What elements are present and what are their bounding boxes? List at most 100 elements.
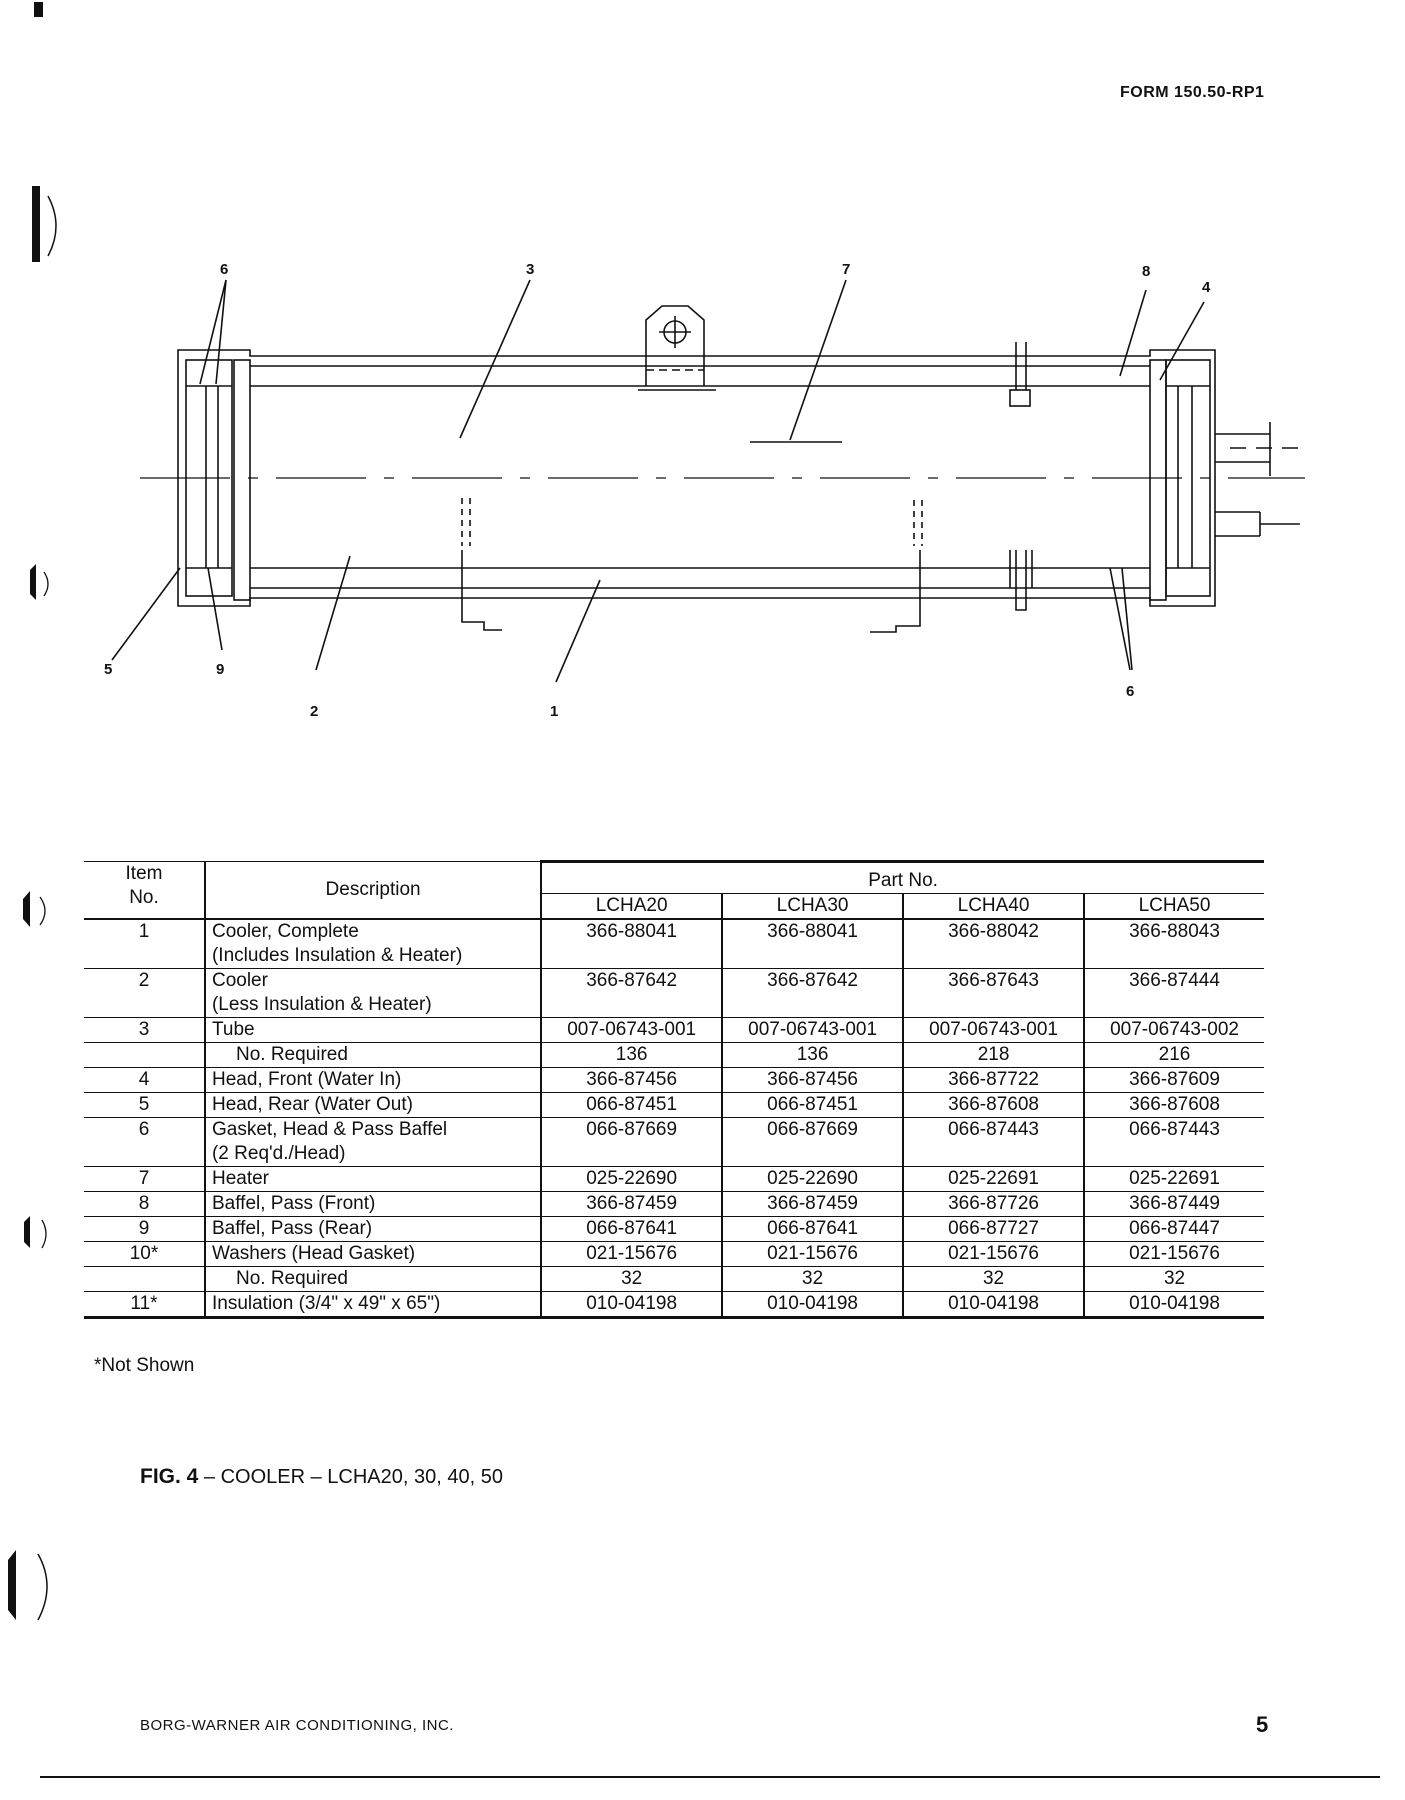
cell-item-no: 7 xyxy=(84,1166,205,1192)
binder-hole-mark xyxy=(32,186,57,262)
cell-part-number xyxy=(540,944,723,969)
callout-7: 7 xyxy=(842,261,850,278)
cell-part-number: 366-87608 xyxy=(1083,1092,1264,1118)
table-row: (Includes Insulation & Heater) xyxy=(84,944,1264,969)
cell-part-number xyxy=(721,1142,904,1167)
cell-item-no xyxy=(84,993,205,1018)
figure-label: FIG. 4 xyxy=(140,1465,199,1488)
header-model: LCHA30 xyxy=(721,893,904,920)
cell-description: No. Required xyxy=(203,1042,542,1068)
callout-4: 4 xyxy=(1202,279,1211,296)
header-model: LCHA20 xyxy=(540,893,723,920)
cell-description: Washers (Head Gasket) xyxy=(203,1241,542,1267)
cell-part-number xyxy=(1083,1142,1264,1167)
bottom-rule xyxy=(40,1776,1380,1778)
header-description: Description xyxy=(203,861,542,920)
cell-part-number: 366-87642 xyxy=(721,968,904,993)
cell-description: Head, Front (Water In) xyxy=(203,1067,542,1093)
cell-description: No. Required xyxy=(203,1266,542,1292)
header-item-line2: No. xyxy=(129,887,159,908)
cell-part-number: 366-87459 xyxy=(540,1191,723,1217)
cell-description: Cooler xyxy=(203,968,542,993)
cell-item-no: 2 xyxy=(138,970,150,991)
cell-description: Insulation (3/4" x 49" x 65") xyxy=(203,1291,542,1319)
cell-item-no: 1 xyxy=(138,921,150,942)
cooler-diagram: 6 3 7 8 4 5 9 2 1 6 xyxy=(104,261,1305,720)
header-model: LCHA50 xyxy=(1083,893,1264,920)
callout-6-top: 6 xyxy=(220,261,228,278)
footer-company: BORG-WARNER AIR CONDITIONING, INC. xyxy=(140,1717,454,1734)
cell-part-number: 32 xyxy=(1083,1266,1264,1292)
cell-description: Cooler, Complete xyxy=(203,919,542,944)
cell-item-no xyxy=(84,944,205,969)
footnote: *Not Shown xyxy=(94,1355,195,1376)
cell-part-number: 007-06743-001 xyxy=(902,1017,1085,1043)
cell-part-number: 366-87609 xyxy=(1083,1067,1264,1093)
cell-part-number: 066-87727 xyxy=(902,1216,1085,1242)
table-row: 11*Insulation (3/4" x 49" x 65") 010-0419… xyxy=(84,1291,1264,1319)
callout-8: 8 xyxy=(1142,263,1150,280)
header-item-no: Item No. xyxy=(84,861,205,920)
header-description-text: Description xyxy=(325,879,421,900)
cell-part-number: 025-22690 xyxy=(721,1166,904,1192)
cell-part-number: 366-87726 xyxy=(902,1191,1085,1217)
cell-part-number: 366-87722 xyxy=(902,1067,1085,1093)
cell-part-number: 32 xyxy=(721,1266,904,1292)
cell-part-number: 066-87641 xyxy=(721,1216,904,1242)
cell-item-no: 4 xyxy=(84,1067,205,1093)
header-part-no: Part No. xyxy=(540,860,1264,894)
cell-part-number: 366-87456 xyxy=(721,1067,904,1093)
cell-part-number: 066-87669 xyxy=(721,1117,904,1142)
form-number: FORM 150.50-RP1 xyxy=(1120,84,1265,101)
cell-description: Tube xyxy=(203,1017,542,1043)
cell-part-number: 021-15676 xyxy=(721,1241,904,1267)
callout-3: 3 xyxy=(526,261,534,278)
cell-part-number: 366-87459 xyxy=(721,1191,904,1217)
cell-part-number: 010-04198 xyxy=(902,1291,1085,1319)
cell-part-number xyxy=(721,993,904,1018)
cell-description: Head, Rear (Water Out) xyxy=(203,1092,542,1118)
cell-description: (Less Insulation & Heater) xyxy=(203,993,542,1018)
cell-part-number: 007-06743-001 xyxy=(540,1017,723,1043)
cell-description: Heater xyxy=(203,1166,542,1192)
binder-hole-mark xyxy=(23,891,46,927)
cell-part-number: 366-87449 xyxy=(1083,1191,1264,1217)
cell-part-number: 066-87443 xyxy=(1083,1117,1264,1142)
cell-part-number: 066-87641 xyxy=(540,1216,723,1242)
cell-part-number: 366-88042 xyxy=(902,919,1085,944)
cell-item-no: 3 xyxy=(84,1017,205,1043)
cell-part-number: 066-87451 xyxy=(721,1092,904,1118)
cell-part-number: 021-15676 xyxy=(902,1241,1085,1267)
cell-part-number: 007-06743-002 xyxy=(1083,1017,1264,1043)
figure-caption: FIG. 4 – COOLER – LCHA20, 30, 40, 50 xyxy=(140,1465,503,1489)
callout-9: 9 xyxy=(216,661,224,678)
cell-part-number: 366-88041 xyxy=(540,919,723,944)
cell-part-number xyxy=(902,993,1085,1018)
cell-part-number: 366-87643 xyxy=(902,968,1085,993)
cell-part-number: 025-22690 xyxy=(540,1166,723,1192)
cell-part-number: 366-87444 xyxy=(1083,968,1264,993)
cell-item-no xyxy=(84,1142,205,1167)
cell-part-number: 066-87669 xyxy=(540,1117,723,1142)
cell-part-number xyxy=(1083,993,1264,1018)
cell-description: (Includes Insulation & Heater) xyxy=(203,944,542,969)
cell-part-number xyxy=(1083,944,1264,969)
callout-5: 5 xyxy=(104,661,112,678)
cell-part-number xyxy=(540,993,723,1018)
cell-item-no xyxy=(84,1266,205,1292)
cell-item-no: 11* xyxy=(84,1291,205,1319)
table-row: (2 Req'd./Head) xyxy=(84,1142,1264,1167)
cell-part-number: 216 xyxy=(1083,1042,1264,1068)
cell-part-number: 010-04198 xyxy=(1083,1291,1264,1319)
cell-part-number: 218 xyxy=(902,1042,1085,1068)
cell-item-no: 10* xyxy=(84,1241,205,1267)
